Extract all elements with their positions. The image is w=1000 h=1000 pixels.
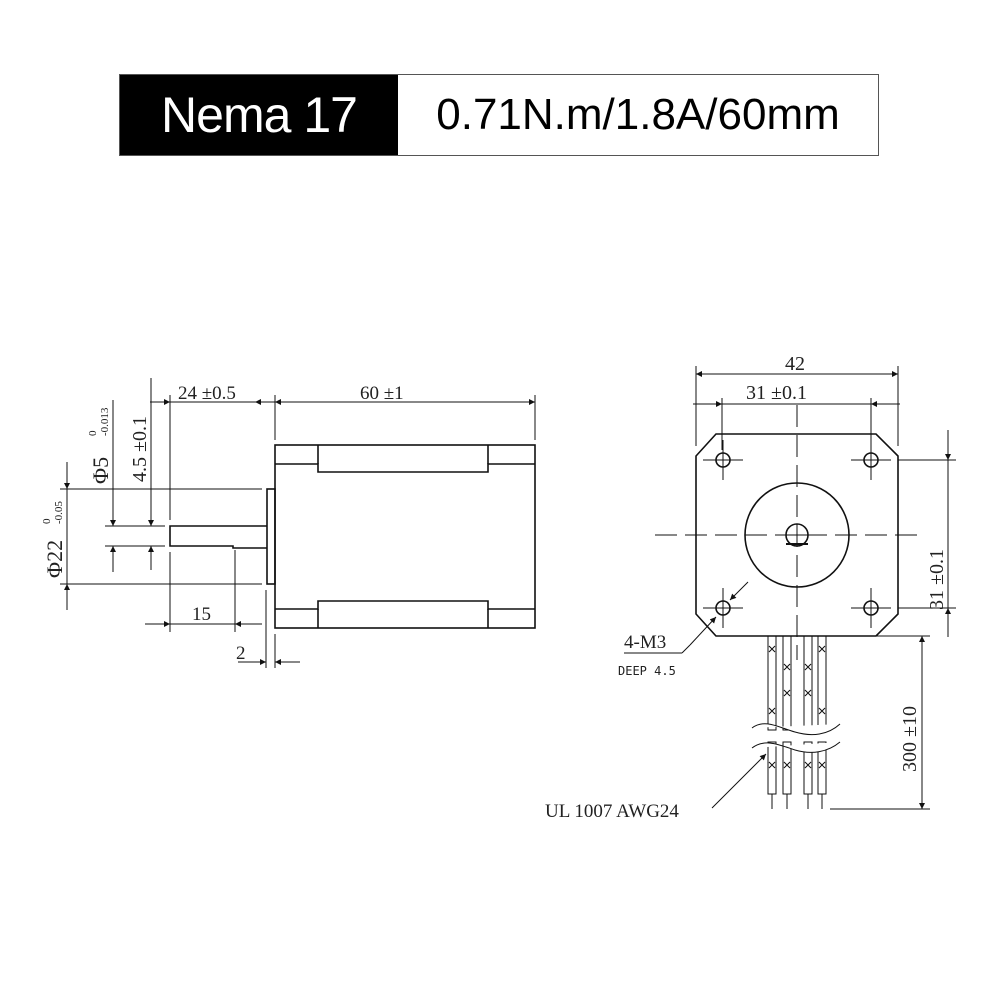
dim-shaft-diameter: Φ5	[88, 457, 113, 484]
dim-hole-spacing-h: 31 ±0.1	[746, 382, 807, 404]
lead-wires	[767, 635, 827, 809]
dim-width: 42	[785, 353, 805, 375]
dim-boss-tol-upper: 0	[41, 518, 53, 524]
title-bar: Nema 17 0.71N.m/1.8A/60mm	[119, 74, 879, 156]
dim-shaft-length: 24 ±0.5	[178, 383, 236, 404]
dim-shaft-tol-lower: -0.013	[99, 407, 111, 436]
model-label: Nema 17	[120, 75, 398, 155]
boss	[266, 488, 276, 585]
dim-body-length: 60 ±1	[360, 383, 404, 404]
dim-flat-length: 15	[192, 604, 211, 625]
hole-depth-label: DEEP 4.5	[618, 664, 676, 678]
spec-label: 0.71N.m/1.8A/60mm	[436, 90, 840, 139]
side-view	[169, 444, 536, 629]
dim-shaft-flat: 4.5 ±0.1	[129, 416, 151, 482]
shaft	[169, 525, 267, 549]
dim-hole-spacing-v: 31 ±0.1	[926, 549, 948, 610]
dim-boss-height: 2	[236, 643, 246, 664]
dim-lead-length: 300 ±10	[899, 706, 921, 772]
wire-spec-label: UL 1007 AWG24	[545, 801, 679, 822]
dim-boss-tol-lower: -0.05	[53, 501, 65, 524]
mount-holes-label: 4-M3	[624, 632, 666, 653]
dim-boss-diameter: Φ22	[42, 540, 67, 578]
dim-shaft-tol-upper: 0	[87, 430, 99, 436]
